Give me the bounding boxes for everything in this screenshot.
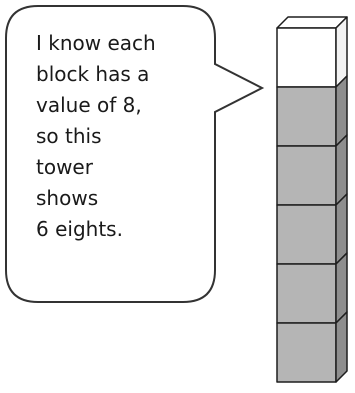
cube-block-side: [336, 253, 347, 323]
cube-block-front: [277, 146, 336, 205]
cube-block-front: [277, 87, 336, 146]
cube-block-front: [277, 264, 336, 323]
cube-block-side: [336, 76, 347, 146]
cube-block-front: [277, 323, 336, 382]
tower-top-face: [277, 17, 347, 28]
cube-block-side: [336, 194, 347, 264]
cube-block-side: [336, 312, 347, 382]
cube-block-front: [277, 28, 336, 87]
cube-block-front: [277, 205, 336, 264]
cube-block-side: [336, 135, 347, 205]
cube-block-side: [336, 17, 347, 87]
